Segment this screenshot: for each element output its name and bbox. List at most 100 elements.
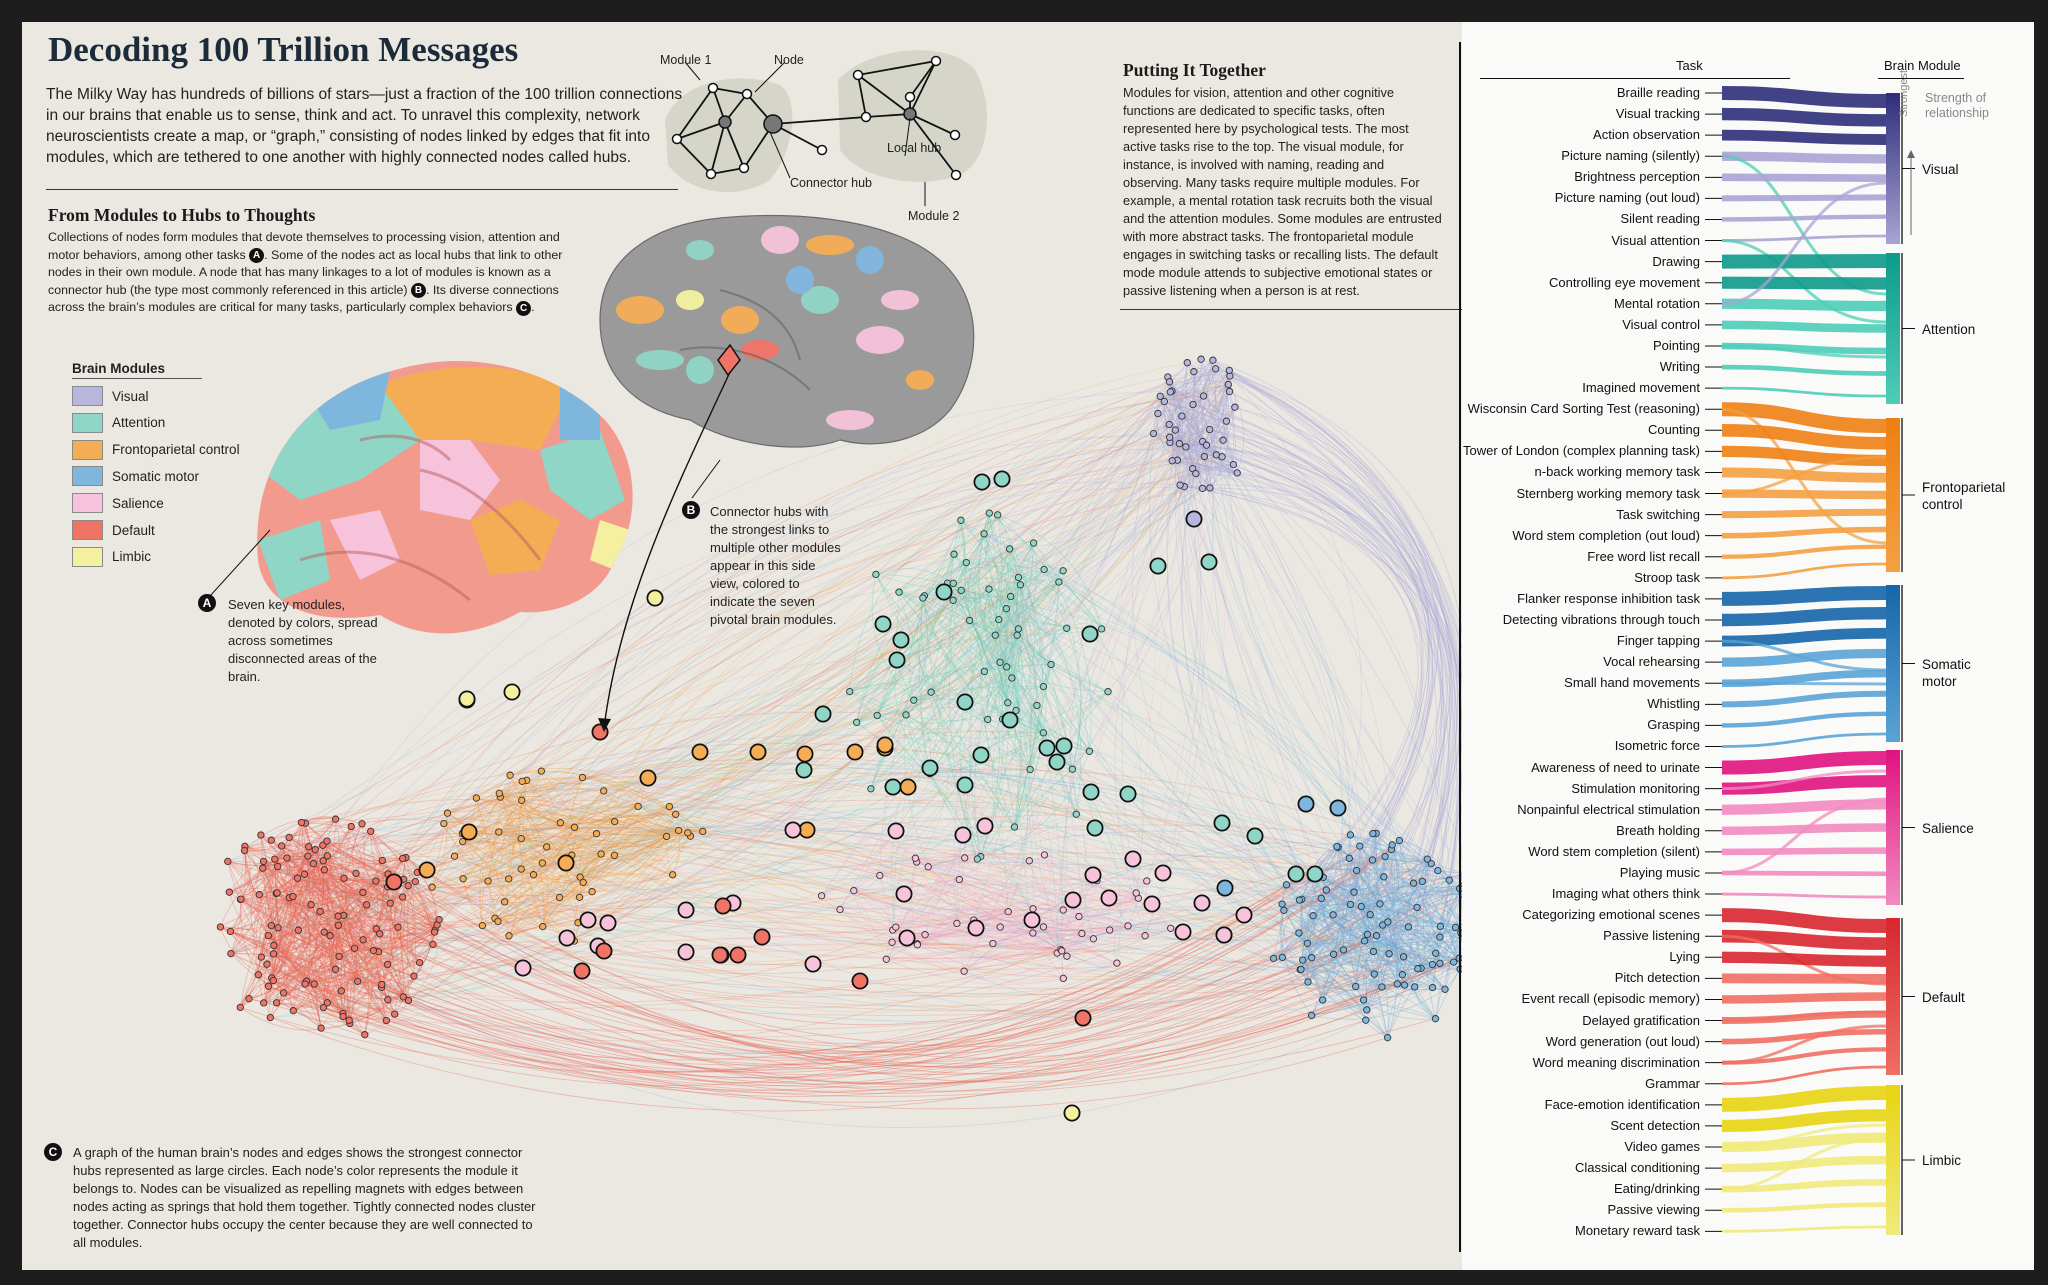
graph-node: [1058, 947, 1066, 955]
connector-hub-node: [796, 745, 814, 763]
graph-node: [345, 1016, 353, 1024]
task-module-link: [1721, 526, 1887, 539]
graph-node: [699, 827, 707, 836]
graph-node: [1231, 403, 1239, 411]
connector-hub-node: [1174, 923, 1192, 941]
graph-node: [1055, 578, 1063, 586]
graph-node: [895, 588, 903, 596]
graph-node: [1197, 355, 1205, 363]
task-module-link: [1721, 1123, 1887, 1149]
graph-node: [257, 831, 265, 839]
graph-node: [1295, 929, 1303, 937]
connector-hub-node: [514, 959, 532, 977]
graph-node: [1224, 380, 1232, 389]
graph-node: [579, 878, 587, 887]
task-label: Word stem completion (silent): [1528, 843, 1700, 859]
graph-node: [245, 995, 253, 1003]
connector-hub-node: [956, 693, 974, 711]
task-module-link: [1721, 1086, 1887, 1112]
graph-node: [1029, 929, 1037, 937]
connector-hub-node: [714, 897, 732, 915]
task-module-link: [1721, 892, 1887, 899]
graph-node: [1427, 859, 1435, 868]
graph-node: [319, 1003, 328, 1012]
graph-node: [1085, 747, 1094, 755]
task-label: Picture naming (silently): [1561, 148, 1700, 164]
graph-node: [684, 829, 692, 837]
graph-node: [320, 928, 328, 936]
task-label: Awareness of need to urinate: [1531, 759, 1700, 775]
task-label: Small hand movements: [1564, 675, 1700, 691]
mini-module-graph: [665, 50, 987, 206]
legend-swatch: [72, 386, 103, 406]
task-label: Drawing: [1652, 253, 1700, 269]
module-bar: [1886, 1085, 1900, 1235]
connector-hub-node: [973, 473, 991, 491]
connector-hub-node: [639, 769, 657, 787]
graph-node: [1372, 932, 1381, 940]
task-module-link: [1721, 402, 1887, 433]
graph-node: [429, 940, 437, 949]
connector-hub-node: [1143, 895, 1161, 913]
graph-node: [283, 854, 291, 862]
connector-hub-node: [503, 683, 521, 701]
graph-node: [359, 936, 367, 944]
connector-hub-node: [921, 759, 939, 777]
graph-node: [662, 832, 671, 841]
module-label: Somatic motor: [1922, 656, 1971, 689]
connector-hub-node: [1185, 510, 1203, 528]
graph-node: [1016, 581, 1025, 589]
graph-node: [634, 802, 642, 811]
task-label: Breath holding: [1616, 822, 1700, 838]
graph-node: [266, 1013, 274, 1022]
graph-node: [960, 967, 968, 975]
task-module-link: [1721, 823, 1887, 835]
graph-node: [289, 892, 297, 901]
graph-node: [415, 958, 424, 967]
connector-hub-node: [558, 929, 576, 947]
local-hub-label: Local hub: [887, 141, 942, 155]
task-label: Stimulation monitoring: [1571, 780, 1700, 796]
graph-node: [1025, 857, 1033, 865]
graph-node: [376, 930, 384, 938]
graph-node: [1451, 923, 1460, 932]
graph-node: [1166, 388, 1175, 396]
task-module-link: [1721, 562, 1887, 580]
graph-node: [991, 631, 999, 639]
connector-hub-node: [895, 885, 913, 903]
graph-node: [1156, 392, 1164, 400]
task-label: Isometric force: [1614, 738, 1700, 754]
graph-node: [1026, 765, 1034, 774]
graph-node: [962, 558, 970, 567]
graph-node: [957, 516, 965, 524]
module-label: Visual: [1922, 161, 1959, 177]
task-label: Detecting vibrations through touch: [1502, 612, 1700, 627]
graph-node: [600, 787, 608, 795]
graph-node: [227, 949, 235, 958]
task-module-link: [1721, 129, 1887, 145]
graph-node: [378, 856, 386, 865]
graph-node: [254, 971, 262, 979]
graph-node: [1219, 436, 1227, 444]
connector-hub-node: [1154, 864, 1172, 882]
connector-hub-node: [851, 972, 869, 990]
task-label: Braille reading: [1616, 85, 1700, 100]
graph-node: [539, 922, 547, 931]
task-label: Counting: [1647, 422, 1700, 438]
graph-node: [1206, 425, 1214, 434]
graph-node: [1225, 387, 1234, 396]
graph-node: [1369, 947, 1378, 956]
graph-node: [1418, 877, 1426, 886]
graph-node: [1450, 958, 1458, 966]
task-label: Action observation: [1593, 127, 1700, 143]
graph-node: [363, 901, 371, 909]
task-label: Pitch detection: [1614, 970, 1700, 986]
graph-node: [1059, 567, 1067, 575]
graph-node: [484, 877, 492, 885]
graph-node: [1141, 932, 1149, 940]
graph-node: [836, 905, 844, 914]
graph-node: [910, 696, 918, 704]
graph-node: [538, 859, 547, 867]
graph-node: [1376, 900, 1384, 908]
graph-node: [995, 615, 1003, 624]
